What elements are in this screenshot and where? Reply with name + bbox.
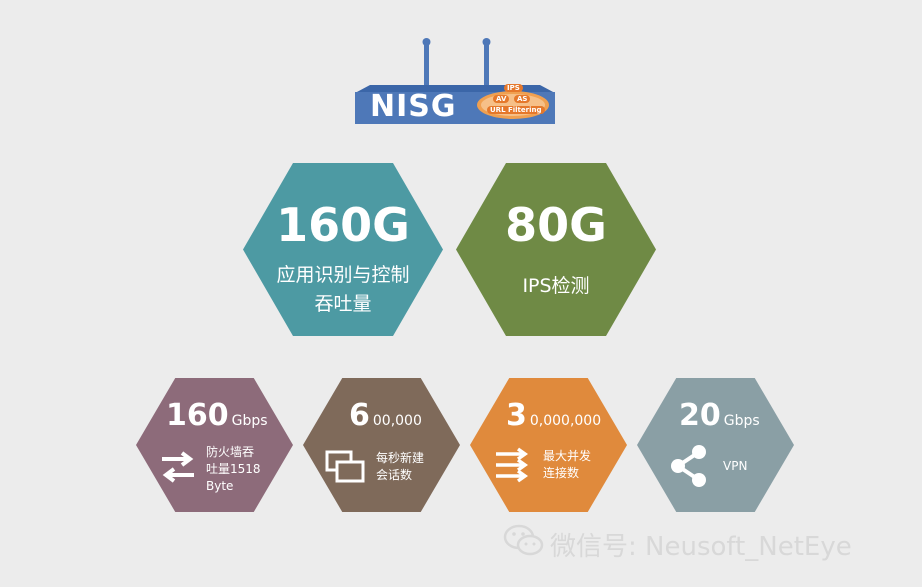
windows-icon — [325, 450, 365, 483]
hex-caption: VPN — [723, 459, 748, 473]
badge-url-filtering: URL Filtering — [487, 106, 545, 114]
hex-value-main: 6 — [349, 398, 370, 433]
hex-ips-detection: 80G IPS检测 — [456, 163, 656, 336]
badge-av: AV — [493, 95, 510, 103]
badge-as: AS — [514, 95, 531, 103]
hex-app-throughput: 160G 应用识别与控制 吞吐量 — [243, 163, 443, 336]
watermark-text: 微信号: Neusoft_NetEye — [550, 532, 852, 562]
share-icon — [671, 445, 706, 487]
hex-value-unit: 00,000 — [372, 413, 422, 429]
hex-value-main: 160 — [166, 398, 229, 433]
hex-value: 160G — [276, 198, 410, 252]
hex-caption: 最大并发 连接数 — [543, 449, 592, 480]
nisg-device: NISG IPS AV AS URL Filtering — [350, 35, 560, 130]
hex-value: 80G — [505, 198, 607, 252]
hex-caption: 防火墙吞 吐量1518 Byte — [206, 445, 261, 493]
multi-arrows-icon — [496, 447, 529, 483]
wechat-icon — [503, 524, 544, 556]
hex-value-unit: Gbps — [723, 413, 760, 429]
hex-value-main: 20 — [679, 398, 721, 433]
device-name: NISG — [370, 89, 457, 124]
hex-value-unit: Gbps — [231, 413, 268, 429]
hex-caption: IPS检测 — [522, 275, 590, 297]
hex-caption: 应用识别与控制 吞吐量 — [276, 264, 410, 315]
hex-caption: 每秒新建 会话数 — [376, 451, 425, 482]
transfer-arrows-icon — [162, 451, 194, 483]
hex-value-main: 3 — [506, 398, 527, 433]
hex-value-unit: 0,000,000 — [529, 413, 602, 429]
badge-ips: IPS — [504, 84, 523, 92]
